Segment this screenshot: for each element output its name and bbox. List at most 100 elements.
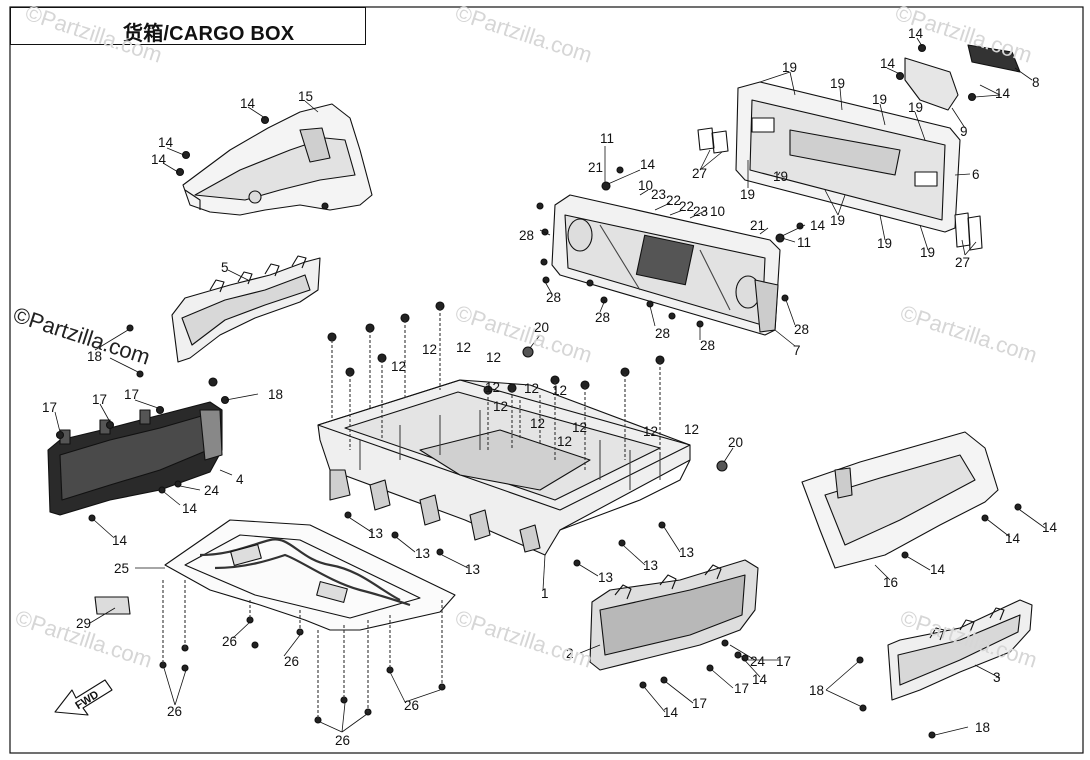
callout-19a: 19 (782, 60, 797, 75)
callout-16: 16 (883, 575, 898, 590)
callout-25: 25 (114, 561, 129, 576)
callout-12k: 12 (557, 434, 572, 449)
callout-19e: 19 (740, 187, 755, 202)
callout-14g: 14 (810, 218, 826, 233)
callout-17f: 17 (692, 696, 707, 711)
callout-2: 2 (566, 646, 574, 661)
callout-14i: 14 (880, 56, 896, 71)
callout-13d: 13 (598, 570, 613, 585)
callout-11b: 11 (797, 235, 811, 250)
callout-22b: 22 (679, 199, 694, 214)
part-29-pad (94, 596, 131, 615)
callout-9: 9 (960, 124, 968, 139)
callout-28e: 28 (700, 338, 715, 353)
part-5-left-rail (171, 255, 321, 363)
title-box: 货箱/CARGO BOX (10, 7, 366, 45)
callout-14o: 14 (663, 705, 679, 720)
callout-12l: 12 (643, 424, 658, 439)
part-16-rear-right-fender (801, 431, 999, 569)
part-6-tailgate-panel (735, 81, 961, 233)
callout-14e: 14 (112, 533, 128, 548)
callout-14d: 14 (182, 501, 198, 516)
callout-18c: 18 (809, 683, 824, 698)
callout-19i: 19 (920, 245, 935, 260)
callout-19f: 19 (773, 169, 788, 184)
callout-28a: 28 (519, 228, 534, 243)
callout-28d: 28 (655, 326, 670, 341)
callout-28b: 28 (546, 290, 561, 305)
callout-18a: 18 (87, 349, 102, 364)
callout-17a: 17 (42, 400, 57, 415)
callout-12i: 12 (530, 416, 545, 431)
fwd-arrow: FWD (54, 679, 113, 716)
callout-28c: 28 (595, 310, 610, 325)
leader-lines (54, 37, 1046, 736)
callout-26b: 26 (284, 654, 299, 669)
callout-4: 4 (236, 472, 244, 487)
callout-8: 8 (1032, 75, 1040, 90)
callout-14f: 14 (640, 157, 656, 172)
callout-20b: 20 (728, 435, 743, 450)
callout-12h: 12 (493, 399, 508, 414)
callout-10b: 10 (710, 204, 725, 219)
callout-17c: 17 (124, 387, 139, 402)
callout-18d: 18 (975, 720, 990, 735)
part-3-right-rail (887, 599, 1033, 701)
callout-6: 6 (972, 167, 980, 182)
callout-27a: 27 (692, 166, 707, 181)
callout-13a: 13 (368, 526, 383, 541)
callout-24b: 24 (750, 654, 766, 669)
part-4-left-lower-rail (47, 401, 223, 516)
callout-12j: 12 (572, 420, 587, 435)
part-7-tailgate (551, 194, 781, 336)
callout-19h: 19 (877, 236, 892, 251)
callout-17d: 17 (776, 654, 791, 669)
part-9-latch-bracket (904, 57, 959, 111)
part-15-rear-left-fender (182, 103, 373, 216)
callout-27b: 27 (955, 255, 970, 270)
callout-12e: 12 (485, 380, 500, 395)
callout-21b: 21 (750, 218, 765, 233)
part-25-floor-plate (164, 519, 456, 631)
callout-14a: 14 (240, 96, 256, 111)
callout-19b: 19 (830, 76, 845, 91)
callout-14n: 14 (752, 672, 768, 687)
callout-14j: 14 (995, 86, 1011, 101)
part-2-right-lower-rail (589, 559, 759, 671)
callout-13c: 13 (465, 562, 480, 577)
callout-5: 5 (221, 260, 229, 275)
callout-12a: 12 (422, 342, 437, 357)
callout-1: 1 (541, 586, 549, 601)
callout-19c: 19 (872, 92, 887, 107)
callout-14k: 14 (1042, 520, 1058, 535)
callout-11a: 11 (600, 131, 614, 146)
page-title: 货箱/CARGO BOX (123, 23, 295, 45)
callout-21a: 21 (588, 160, 603, 175)
callout-12b: 12 (456, 340, 471, 355)
callout-14l: 14 (1005, 531, 1021, 546)
callout-23b: 23 (693, 204, 708, 219)
part-1-cargo-tub (317, 379, 691, 556)
callout-22a: 22 (666, 193, 681, 208)
callout-12f: 12 (524, 381, 539, 396)
callout-23a: 23 (651, 187, 666, 202)
callout-14h: 14 (908, 26, 924, 41)
callout-14m: 14 (930, 562, 946, 577)
callout-26e: 26 (404, 698, 419, 713)
callout-14c: 14 (151, 152, 167, 167)
callout-10a: 10 (638, 178, 653, 193)
callout-13f: 13 (679, 545, 694, 560)
callout-18b: 18 (268, 387, 283, 402)
callout-12g: 12 (552, 383, 567, 398)
callout-labels: 1 2 3 4 5 6 7 8 9 10 10 11 11 12 12 12 1… (42, 26, 1058, 748)
callout-17b: 17 (92, 392, 107, 407)
callout-13e: 13 (643, 558, 658, 573)
callout-3: 3 (993, 670, 1001, 685)
callout-19d: 19 (908, 100, 923, 115)
callout-12c: 12 (486, 350, 501, 365)
callout-12d: 12 (391, 359, 406, 374)
callout-20a: 20 (534, 320, 549, 335)
callout-28f: 28 (794, 322, 809, 337)
diagram-frame (9, 6, 1084, 754)
